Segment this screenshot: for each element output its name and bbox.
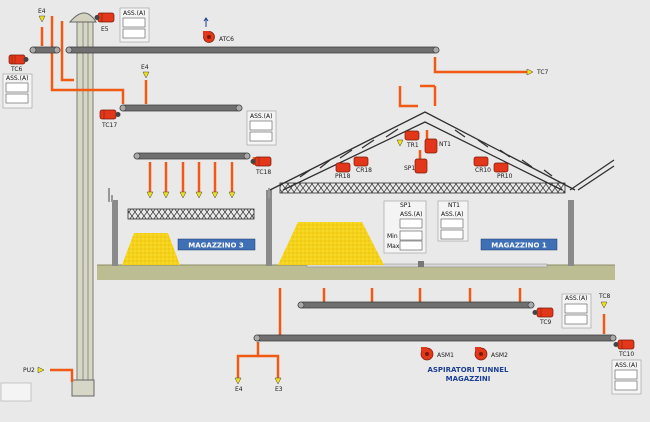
svg-text:ASS.(A): ASS.(A)	[565, 295, 587, 302]
ground-slab	[97, 265, 615, 280]
label-atc6: ATC6	[219, 36, 234, 43]
conveyor-end-rollers	[29, 46, 617, 342]
level-sensor-e4-mid-icon	[142, 71, 150, 79]
level-sensor-pu2-icon	[37, 366, 45, 374]
motor-tc17[interactable]	[99, 109, 121, 120]
column-right	[568, 200, 574, 266]
ass-panel-tc18: ASS.(A)	[246, 110, 277, 146]
roof-truss-right	[569, 159, 615, 191]
sensors	[37, 15, 608, 385]
svg-text:ASS.(A): ASS.(A)	[400, 211, 422, 218]
ass-panel-tc6: ASS.(A)	[2, 73, 33, 109]
motor-tr1[interactable]	[404, 130, 420, 141]
motor-tc6[interactable]	[8, 54, 29, 65]
motor-tc10[interactable]	[613, 339, 635, 350]
label-e3: E3	[275, 386, 283, 393]
label-asm2: ASM2	[491, 352, 508, 359]
motor-pr18[interactable]	[335, 162, 351, 173]
svg-text:NT1: NT1	[448, 202, 460, 209]
svg-text:ASS.(A): ASS.(A)	[615, 362, 637, 369]
svg-text:MAGAZZINO 1: MAGAZZINO 1	[491, 242, 547, 250]
motor-pr10[interactable]	[493, 162, 509, 173]
svg-text:MAGAZZINO 3: MAGAZZINO 3	[188, 242, 244, 250]
ass-panel-tc9: ASS.(A)	[561, 293, 592, 329]
ass-panel-tc10: ASS.(A)	[611, 359, 642, 395]
elevator-head	[68, 12, 97, 23]
elevator-foot	[71, 379, 95, 397]
nt1-panel: NT1 ASS.(A)	[437, 200, 469, 242]
label-cr10: CR10	[475, 167, 491, 174]
motor-nt1[interactable]	[424, 138, 438, 154]
label-nt1: NT1	[439, 141, 451, 148]
svg-text:ASS.(A): ASS.(A)	[250, 113, 272, 120]
label-tc17: TC17	[101, 122, 117, 129]
svg-text:SP1: SP1	[400, 202, 411, 209]
label-asm1: ASM1	[437, 352, 454, 359]
level-sensor-tc8-icon	[600, 301, 608, 309]
bucket-elevator	[76, 19, 94, 396]
label-e4-mid: E4	[141, 64, 149, 71]
label-tc8: TC8	[598, 293, 611, 300]
motor-cr18[interactable]	[353, 156, 369, 167]
svg-text:ASS.(A): ASS.(A)	[6, 75, 28, 82]
svg-text:Max: Max	[387, 243, 400, 250]
label-tr1: TR1	[406, 142, 419, 149]
label-pr18: PR18	[335, 173, 351, 180]
level-sensor-e3-icon	[274, 377, 282, 385]
motor-cr10[interactable]	[473, 156, 489, 167]
ass-panel-e5: ASS.(A)	[119, 7, 150, 43]
motor-e5[interactable]	[94, 12, 115, 23]
level-sensor-tc7-icon	[526, 68, 534, 76]
motor-tc18[interactable]	[250, 156, 272, 167]
fan-atc6[interactable]	[203, 31, 215, 43]
motor-sp1[interactable]	[414, 158, 428, 174]
sp1-panel: SP1 ASS.(A) Min Max	[383, 200, 427, 254]
label-pu2: PU2	[23, 367, 35, 374]
roof-truss	[269, 111, 576, 191]
svg-text:Min: Min	[387, 233, 398, 240]
label-tc18: TC18	[255, 169, 271, 176]
floor-sill	[306, 263, 548, 268]
label-tc10: TC10	[618, 351, 634, 358]
grain-pile-magazzino3	[122, 233, 180, 265]
magazzino3-bridge	[127, 208, 255, 220]
column-mid	[266, 190, 272, 266]
magazzino1-bridge	[279, 182, 566, 194]
blank-box[interactable]	[0, 382, 32, 402]
conveyors	[29, 46, 617, 342]
column-left	[112, 200, 118, 266]
arrow-atc6-icon	[203, 17, 209, 27]
grain-pile-center	[278, 222, 384, 265]
store-label-magazzino3: MAGAZZINO 3	[177, 238, 256, 251]
label-pr10: PR10	[497, 173, 513, 180]
level-sensor-e4-bot-icon	[234, 377, 242, 385]
pipes	[40, 16, 606, 382]
svg-text:ASS.(A): ASS.(A)	[441, 211, 463, 218]
store-label-magazzino1: MAGAZZINO 1	[480, 238, 558, 251]
fan-asm1[interactable]	[420, 347, 434, 361]
svg-text:ASS.(A): ASS.(A)	[123, 10, 145, 17]
label-tc6: TC6	[10, 66, 23, 73]
hopper-stands	[108, 188, 424, 267]
fan-asm2[interactable]	[474, 347, 488, 361]
aspiratori-title-line1: ASPIRATORI TUNNEL	[427, 366, 509, 374]
label-tc9: TC9	[539, 319, 552, 326]
aspiratori-title-line2: MAGAZZINI	[446, 375, 491, 383]
label-sp1: SP1	[404, 165, 415, 172]
label-e4-top: E4	[38, 8, 46, 15]
motor-tc9[interactable]	[532, 307, 554, 318]
label-e4-bot: E4	[235, 386, 243, 393]
level-sensor-e4-top-icon	[38, 15, 46, 23]
label-tc7: TC7	[536, 69, 549, 76]
label-cr18: CR18	[356, 167, 372, 174]
label-e5: E5	[101, 26, 109, 33]
